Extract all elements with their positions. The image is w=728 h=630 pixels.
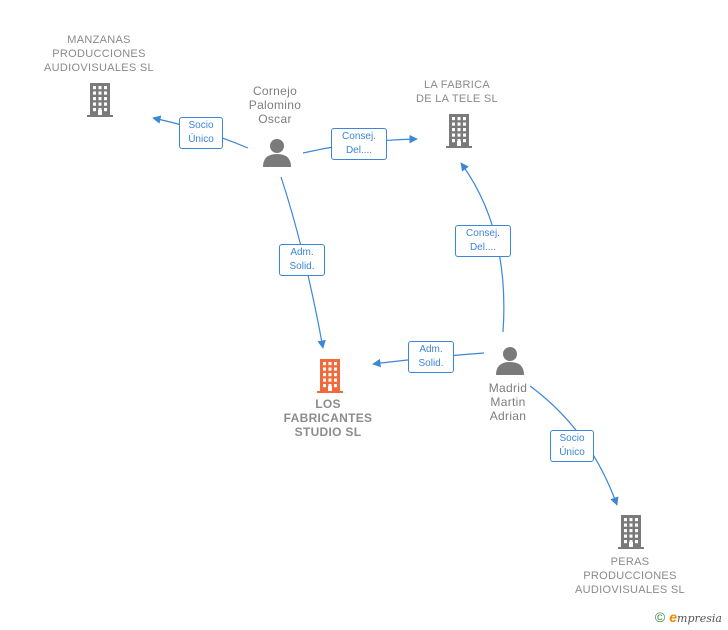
- node-label-madrid: Madrid Martin Adrian: [468, 381, 548, 423]
- brand-logo: empresia: [669, 609, 722, 625]
- label-line: LOS: [315, 397, 341, 411]
- label-line: FABRICANTES: [283, 411, 373, 425]
- edge-label-madrid-peras[interactable]: Socio Único: [550, 430, 594, 462]
- label-line: DE LA TELE SL: [416, 93, 498, 105]
- building-icon: [87, 83, 113, 117]
- edge-label-line: Solid.: [418, 358, 444, 369]
- edge-label-line: Único: [559, 447, 585, 458]
- building-icon: [446, 114, 472, 148]
- label-line: Martin: [490, 395, 526, 409]
- edge-label-line: Socio: [188, 120, 214, 131]
- node-label-cornejo: Cornejo Palomino Oscar: [230, 84, 320, 126]
- edge-label-line: Socio: [559, 433, 585, 444]
- edge-label-line: Consej.: [342, 131, 376, 142]
- label-line: MANZANAS: [67, 34, 131, 46]
- label-line: AUDIOVISUALES SL: [575, 584, 685, 596]
- node-label-fabrica-tele: LA FABRICA DE LA TELE SL: [402, 78, 512, 106]
- brand-name: mpresia: [677, 612, 722, 625]
- edge-label-line: Único: [188, 134, 214, 145]
- edge-label-line: Del....: [345, 145, 373, 156]
- brand-initial: e: [669, 609, 678, 625]
- label-line: Palomino: [248, 98, 302, 112]
- label-line: STUDIO SL: [294, 425, 362, 439]
- edge-label-cornejo-manzanas[interactable]: Socio Único: [179, 117, 223, 149]
- label-line: Cornejo: [252, 84, 298, 98]
- label-line: Oscar: [258, 112, 292, 126]
- edge-label-madrid-fabricantes[interactable]: Adm. Solid.: [408, 341, 454, 373]
- edge-label-line: Adm.: [419, 344, 443, 355]
- copyright-icon: ©: [654, 609, 666, 625]
- label-line: Adrian: [489, 409, 527, 423]
- label-line: Madrid: [488, 381, 528, 395]
- node-label-los-fabricantes: LOS FABRICANTES STUDIO SL: [268, 397, 388, 439]
- edge-label-madrid-fabrica[interactable]: Consej. Del....: [455, 225, 511, 257]
- footer-brand[interactable]: © empresia: [655, 609, 722, 625]
- node-label-manzanas: MANZANAS PRODUCCIONES AUDIOVISUALES SL: [34, 33, 164, 75]
- edge-label-line: Consej.: [466, 228, 500, 239]
- label-line: AUDIOVISUALES SL: [44, 62, 154, 74]
- node-label-peras: PERAS PRODUCCIONES AUDIOVISUALES SL: [560, 555, 700, 597]
- edge-label-line: Solid.: [289, 261, 315, 272]
- building-icon: [317, 359, 343, 393]
- edge-label-line: Del....: [469, 242, 497, 253]
- label-line: LA FABRICA: [424, 79, 490, 91]
- edge-label-cornejo-fabricantes[interactable]: Adm. Solid.: [279, 244, 325, 276]
- label-line: PERAS: [610, 556, 650, 568]
- edge-label-cornejo-fabrica[interactable]: Consej. Del....: [331, 128, 387, 160]
- building-icon: [618, 515, 644, 549]
- label-line: PRODUCCIONES: [583, 570, 677, 582]
- person-icon: [496, 347, 524, 375]
- label-line: PRODUCCIONES: [52, 48, 146, 60]
- edge-label-line: Adm.: [290, 247, 314, 258]
- person-icon: [263, 139, 291, 167]
